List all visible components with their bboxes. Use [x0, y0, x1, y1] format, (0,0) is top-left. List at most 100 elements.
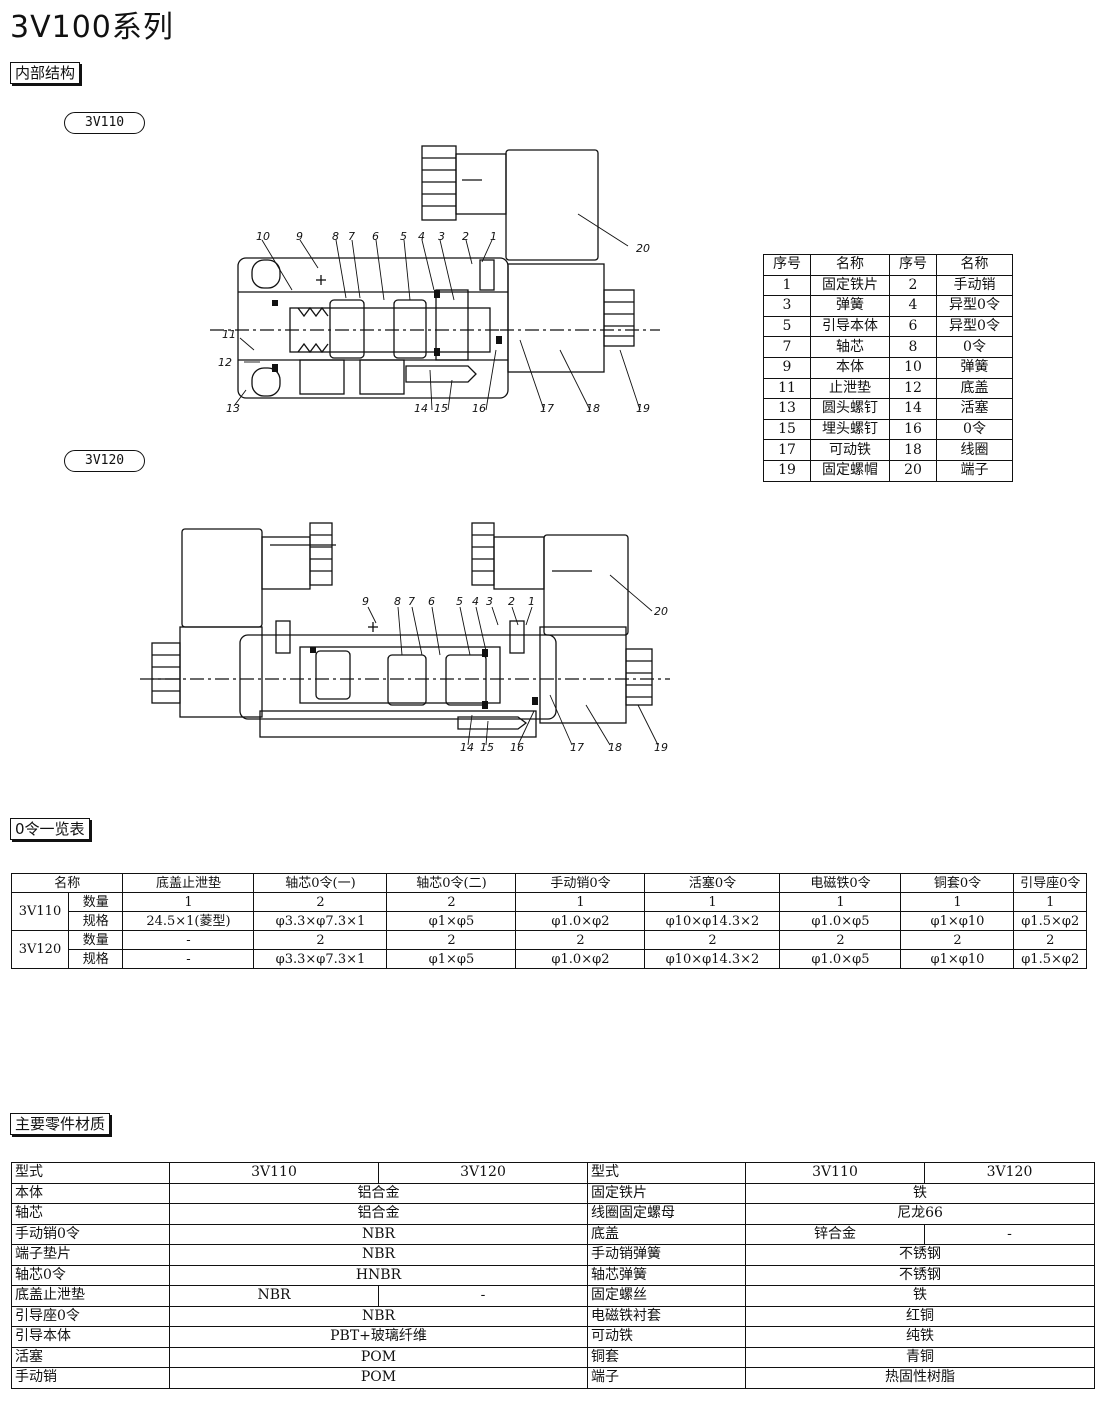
callout-14: 14 [414, 402, 428, 415]
material-value: NBR [169, 1305, 588, 1327]
table-row: 底盖止泄垫 NBR - 固定螺丝 铁 [11, 1285, 1095, 1307]
header-cell: 铜套0令 [900, 873, 1015, 893]
qty-cell: 1 [779, 892, 902, 912]
callout-6: 6 [372, 230, 379, 243]
part-name: 异型0令 [936, 295, 1013, 317]
table-row: 3V110 数量 1 2 2 1 1 1 1 1 [11, 892, 1087, 931]
header-cell: 手动销0令 [515, 873, 646, 893]
part-name: 端子 [587, 1367, 746, 1389]
qty-cell: 2 [386, 892, 517, 912]
callout-5: 5 [456, 595, 463, 608]
part-name: 电磁铁衬套 [587, 1305, 746, 1327]
part-name: 本体 [11, 1182, 170, 1204]
part-name: 固定铁片 [810, 274, 890, 297]
callout-20: 20 [636, 242, 650, 255]
part-no: 9 [763, 356, 811, 379]
table-row: 引导本体 PBT+玻璃纤维 可动铁 纯铁 [11, 1326, 1095, 1348]
part-no: 1 [763, 274, 811, 297]
part-no: 7 [763, 336, 811, 358]
part-name: 固定螺帽 [810, 459, 890, 482]
callout-4: 4 [418, 230, 425, 243]
valve-diagram-3v110: 10 9 8 7 6 5 4 3 2 1 20 11 12 13 14 15 1… [210, 145, 660, 415]
spec-cell: φ1.0×φ2 [515, 949, 646, 969]
part-name: 活塞 [11, 1346, 170, 1368]
part-name: 引导座0令 [11, 1305, 170, 1327]
material-value: 不锈钢 [745, 1264, 1095, 1286]
spec-cell: φ1.5×φ2 [1013, 911, 1087, 931]
callout-15: 15 [480, 741, 494, 754]
table-row: 轴芯 铝合金 线圈固定螺母 尼龙66 [11, 1203, 1095, 1225]
part-name: 底盖止泄垫 [11, 1285, 170, 1307]
section-heading-internal: 内部结构 [10, 62, 81, 84]
part-name: 端子垫片 [11, 1244, 170, 1266]
part-no: 17 [763, 439, 811, 461]
part-name: 轴芯 [11, 1203, 170, 1225]
valve-diagram-3v120: 9 8 7 6 5 4 3 2 1 20 14 15 16 17 18 19 [140, 522, 670, 754]
part-no: 8 [889, 336, 937, 358]
material-value: 铝合金 [169, 1182, 588, 1204]
part-name: 手动销弹簧 [587, 1244, 746, 1266]
part-no: 14 [889, 398, 937, 420]
table-row: 手动销 POM 端子 热固性树脂 [11, 1367, 1095, 1389]
header-cell: 轴芯0令(一) [253, 873, 388, 893]
qty-cell: 1 [644, 892, 781, 912]
spec-cell: φ1×φ10 [900, 949, 1015, 969]
table-header-row: 型式 3V110 3V120 型式 3V110 3V120 [11, 1162, 1095, 1184]
callout-11: 11 [222, 328, 236, 341]
callout-18: 18 [608, 741, 622, 754]
material-value: NBR [169, 1285, 379, 1307]
model-label-3v120: 3V120 [64, 450, 146, 472]
header-cell: 引导座0令 [1013, 873, 1087, 893]
material-value: POM [169, 1367, 588, 1389]
part-name: 引导本体 [810, 315, 890, 338]
material-value: NBR [169, 1244, 588, 1266]
part-no: 3 [763, 295, 811, 317]
callout-2: 2 [462, 230, 469, 243]
part-name: 本体 [810, 356, 890, 379]
model-label-3v110: 3V110 [64, 112, 146, 134]
material-value: 铁 [745, 1285, 1095, 1307]
part-no: 16 [889, 418, 937, 441]
table-row: 手动销0令 NBR 底盖 锌合金 - [11, 1223, 1095, 1245]
material-table: 型式 3V110 3V120 型式 3V110 3V120 本体 铝合金 固定铁… [11, 1162, 1095, 1389]
callout-17: 17 [540, 402, 554, 415]
part-name: 轴芯 [810, 336, 890, 358]
header-cell: 名称 [810, 254, 890, 276]
part-name: 弹簧 [810, 295, 890, 317]
callout-18: 18 [586, 402, 600, 415]
callout-20: 20 [654, 605, 668, 618]
header-cell: 活塞0令 [644, 873, 781, 893]
part-name: 0令 [936, 336, 1013, 358]
callout-6: 6 [428, 595, 435, 608]
callout-16: 16 [472, 402, 486, 415]
header-cell: 电磁铁0令 [779, 873, 902, 893]
material-value: POM [169, 1346, 588, 1368]
part-name: 端子 [936, 459, 1013, 482]
part-name: 固定螺丝 [587, 1285, 746, 1307]
part-name: 底盖 [587, 1223, 746, 1245]
part-no: 15 [763, 418, 811, 441]
callout-3: 3 [438, 230, 445, 243]
part-no: 18 [889, 439, 937, 461]
part-name: 固定铁片 [587, 1182, 746, 1204]
qty-cell: 2 [253, 892, 388, 912]
qty-cell: 2 [779, 930, 902, 950]
table-row: 活塞 POM 铜套 青铜 [11, 1346, 1095, 1368]
row-label: 规格 [67, 911, 124, 931]
material-value: PBT+玻璃纤维 [169, 1326, 588, 1348]
part-no: 11 [763, 377, 811, 400]
callout-17: 17 [570, 741, 584, 754]
page-title: 3V100系列 [10, 10, 174, 45]
part-name: 可动铁 [587, 1326, 746, 1348]
spec-cell: φ3.3×φ7.3×1 [253, 949, 388, 969]
part-name: 轴芯0令 [11, 1264, 170, 1286]
part-name: 轴芯弹簧 [587, 1264, 746, 1286]
spec-cell: φ1.0×φ5 [779, 949, 902, 969]
material-value: 尼龙66 [745, 1203, 1095, 1225]
part-name: 铜套 [587, 1346, 746, 1368]
part-name: 线圈固定螺母 [587, 1203, 746, 1225]
part-name: 底盖 [936, 377, 1013, 400]
row-label: 规格 [67, 949, 124, 969]
